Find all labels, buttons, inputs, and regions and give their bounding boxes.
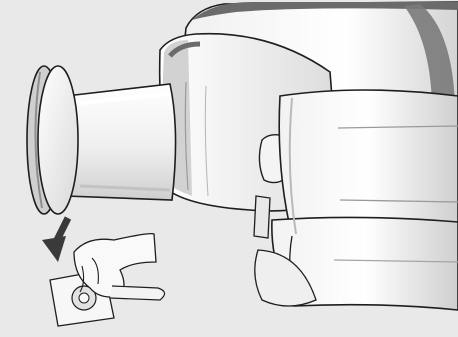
end-cap-disc [27, 66, 78, 214]
right-ring-housing [255, 90, 458, 310]
appliance-shaft [66, 84, 176, 200]
